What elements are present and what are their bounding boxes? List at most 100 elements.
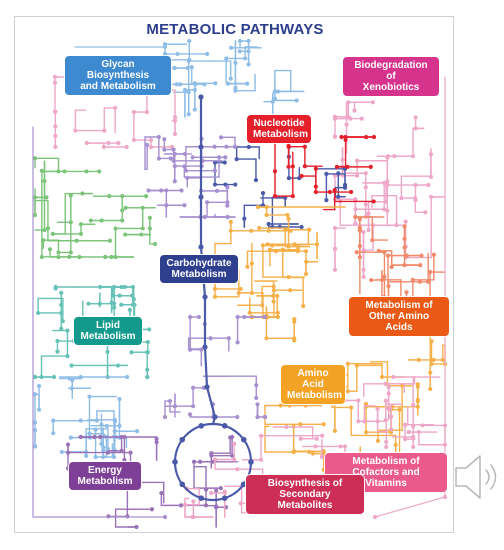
metabolite-node xyxy=(303,403,308,408)
metabolite-node xyxy=(105,446,111,452)
metabolite-node xyxy=(413,115,418,120)
metabolite-node xyxy=(345,389,350,394)
metabolite-node xyxy=(93,454,98,460)
metabolite-node xyxy=(97,169,102,174)
metabolite-node xyxy=(342,185,348,190)
metabolite-node xyxy=(187,57,192,62)
metabolite-node xyxy=(145,142,150,147)
metabolite-node xyxy=(411,434,416,440)
metabolite-node xyxy=(369,277,374,283)
metabolite-node xyxy=(84,453,89,459)
metabolite-node xyxy=(123,205,128,210)
metabolite-node xyxy=(52,80,58,85)
metabolite-node xyxy=(115,363,121,368)
metabolite-node xyxy=(159,188,164,193)
metabolite-node xyxy=(384,439,389,444)
metabolite-node xyxy=(51,431,56,436)
label-amino-acid-line1: Amino Acid xyxy=(297,368,329,390)
metabolite-node xyxy=(366,211,371,216)
metabolite-node xyxy=(65,450,71,455)
label-nucleotide[interactable]: Nucleotide Metabolism xyxy=(247,115,311,143)
metabolite-node xyxy=(246,62,251,67)
metabolite-node xyxy=(371,134,377,140)
metabolite-node xyxy=(254,383,259,388)
label-glycan-line1: Glycan Biosynthesis xyxy=(86,59,150,81)
metabolite-node xyxy=(291,449,296,454)
pathway-edge xyxy=(374,496,446,518)
label-energy[interactable]: Energy Metabolism xyxy=(69,462,141,490)
metabolite-node xyxy=(338,444,343,449)
metabolite-node xyxy=(102,128,107,133)
metabolite-node xyxy=(187,412,193,417)
metabolite-node xyxy=(230,453,235,458)
metabolite-node xyxy=(56,250,61,255)
metabolite-node xyxy=(182,502,188,507)
label-carbohydrate[interactable]: Carbohydrate Metabolism xyxy=(160,255,238,283)
label-other-amino-acids[interactable]: Metabolism of Other Amino Acids xyxy=(349,297,449,336)
metabolite-node xyxy=(105,450,111,455)
metabolite-node xyxy=(149,507,155,512)
metabolite-node xyxy=(313,189,318,195)
metabolite-node xyxy=(240,481,247,488)
metabolite-node xyxy=(242,216,247,221)
metabolite-node xyxy=(117,423,122,428)
metabolite-node xyxy=(442,494,448,500)
metabolite-node xyxy=(363,171,368,176)
metabolite-node xyxy=(69,386,74,391)
metabolite-node xyxy=(186,90,191,95)
metabolite-node xyxy=(411,444,416,450)
metabolite-node xyxy=(321,451,326,456)
metabolite-node xyxy=(382,180,387,186)
metabolite-node xyxy=(417,279,422,284)
label-lipid[interactable]: Lipid Metabolism xyxy=(74,317,142,345)
label-xenobiotics[interactable]: Biodegradation of Xenobiotics xyxy=(343,57,439,96)
metabolite-node xyxy=(212,294,218,299)
metabolite-node xyxy=(257,225,262,231)
metabolite-node xyxy=(212,168,218,173)
metabolite-node xyxy=(237,49,242,54)
metabolite-node xyxy=(361,274,366,280)
metabolite-node xyxy=(410,154,416,159)
metabolite-node xyxy=(225,214,230,220)
metabolite-node xyxy=(168,156,173,161)
metabolite-node xyxy=(68,435,73,440)
speaker-icon[interactable] xyxy=(452,446,504,508)
metabolite-node xyxy=(78,374,83,380)
metabolite-node xyxy=(192,81,197,86)
metabolite-node xyxy=(363,202,368,207)
metabolite-node xyxy=(68,250,73,255)
metabolite-node xyxy=(298,436,303,441)
metabolite-node xyxy=(301,303,306,309)
metabolite-node xyxy=(107,194,112,199)
metabolite-node xyxy=(129,293,135,298)
metabolite-node xyxy=(147,226,152,231)
label-energy-line1: Energy xyxy=(88,465,122,476)
label-amino-acid[interactable]: Amino Acid Metabolism xyxy=(281,365,345,404)
metabolite-node xyxy=(363,430,369,435)
metabolite-node xyxy=(260,191,266,196)
metabolite-node xyxy=(303,271,309,277)
metabolite-node xyxy=(332,114,338,119)
label-glycan[interactable]: Glycan Biosynthesis and Metabolism xyxy=(65,56,171,95)
metabolite-node xyxy=(386,406,391,411)
metabolite-node xyxy=(101,454,106,460)
metabolite-node xyxy=(431,252,436,257)
label-secondary-metabolites[interactable]: Biosynthesis of Secondary Metabolites xyxy=(246,475,364,514)
metabolite-node xyxy=(400,383,405,388)
metabolite-node xyxy=(190,155,195,160)
metabolite-node xyxy=(216,155,222,160)
metabolite-node xyxy=(187,38,192,44)
metabolite-node xyxy=(230,434,235,440)
metabolite-node xyxy=(419,253,424,258)
metabolite-node xyxy=(172,65,177,71)
metabolite-node xyxy=(440,357,445,363)
metabolite-node xyxy=(288,288,293,293)
metabolite-node xyxy=(286,216,291,221)
metabolite-node xyxy=(402,224,407,229)
metabolite-node xyxy=(286,143,291,148)
metabolite-node xyxy=(36,407,42,412)
metabolite-node xyxy=(84,140,89,146)
metabolite-node xyxy=(196,314,201,320)
metabolite-node xyxy=(295,247,300,252)
metabolite-node xyxy=(247,310,252,315)
